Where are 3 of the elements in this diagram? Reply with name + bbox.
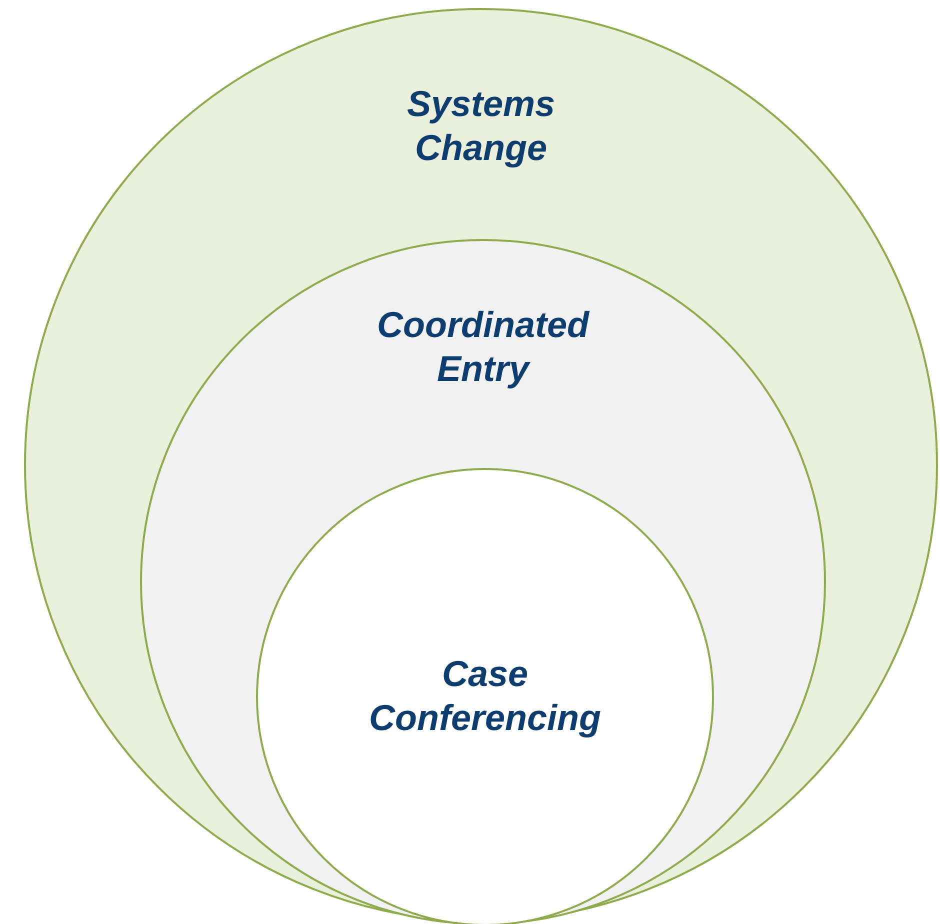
circle-label: Coordinated Entry bbox=[377, 303, 589, 391]
circle-label: Case Conferencing bbox=[369, 652, 601, 740]
circle-label: Systems Change bbox=[406, 82, 556, 170]
